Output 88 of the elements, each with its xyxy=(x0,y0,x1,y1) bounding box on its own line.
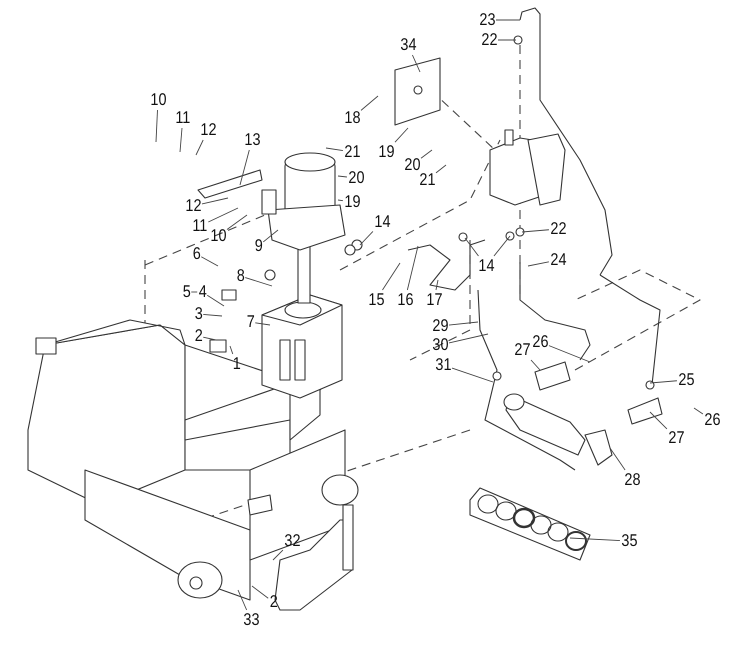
leader-line xyxy=(528,261,550,266)
callout-number: 34 xyxy=(400,36,416,54)
leader-line xyxy=(202,336,216,340)
callout-number: 26 xyxy=(532,333,548,351)
callout-number: 11 xyxy=(192,217,208,235)
callout-number: 24 xyxy=(550,251,566,269)
callout-number: 33 xyxy=(242,611,259,629)
leader-line xyxy=(522,229,550,232)
leader-line xyxy=(254,322,270,326)
callout-number: 12 xyxy=(200,121,216,139)
callout-number: 22 xyxy=(480,31,497,49)
callout-number: 14 xyxy=(478,257,494,275)
leader-line xyxy=(196,140,204,156)
callout-number: 22 xyxy=(550,220,566,238)
callout-number: 31 xyxy=(434,356,451,374)
callout-number: 16 xyxy=(396,291,413,309)
leader-line xyxy=(226,214,248,230)
leader-line xyxy=(206,294,224,306)
leader-line xyxy=(326,148,344,152)
callout-number: 15 xyxy=(368,291,384,309)
callout-number: 21 xyxy=(344,143,360,161)
callout-number: 20 xyxy=(404,156,420,174)
callout-number: 4 xyxy=(198,283,206,301)
callout-number: 19 xyxy=(344,193,360,211)
callout-number: 23 xyxy=(478,11,495,29)
leader-line xyxy=(394,128,408,143)
leader-line xyxy=(382,262,400,290)
leader-line xyxy=(338,176,348,178)
leader-line xyxy=(180,128,182,152)
leader-line xyxy=(650,380,678,384)
leader-line xyxy=(202,314,222,316)
leader-line xyxy=(448,334,488,344)
callout-number: 2 xyxy=(194,327,202,345)
leader-line xyxy=(200,256,218,266)
callout-number: 14 xyxy=(374,213,390,231)
callout-number: 18 xyxy=(344,109,360,127)
callout-number: 25 xyxy=(678,371,694,389)
callout-number: 20 xyxy=(348,169,364,187)
leader-line xyxy=(252,586,269,599)
leader-line xyxy=(406,246,418,290)
leader-line xyxy=(244,277,272,286)
callout-number: 27 xyxy=(668,429,684,447)
leader-line xyxy=(420,150,432,159)
leader-line xyxy=(452,368,494,382)
leader-line xyxy=(436,164,446,174)
callout-number: 19 xyxy=(378,143,394,161)
leader-line xyxy=(412,54,420,72)
leader-line xyxy=(464,238,479,256)
leader-line xyxy=(238,590,248,610)
leader-line xyxy=(448,322,478,326)
callout-number: 29 xyxy=(432,317,448,335)
leader-line xyxy=(610,448,626,470)
leader-line xyxy=(272,550,284,560)
leader-line xyxy=(360,96,378,111)
leader-line xyxy=(202,198,228,204)
callout-number: 7 xyxy=(246,313,254,331)
callout-number: 10 xyxy=(210,227,226,245)
leader-line xyxy=(530,360,540,370)
callout-number: 3 xyxy=(194,305,202,323)
callout-number: 10 xyxy=(150,91,166,109)
leader-line xyxy=(436,280,438,290)
callout-number: 5 xyxy=(182,283,190,301)
leader-line xyxy=(230,346,234,354)
leader-line xyxy=(156,110,158,142)
callout-number: 6 xyxy=(192,245,200,263)
leader-line xyxy=(694,408,704,414)
callout-number: 26 xyxy=(704,411,720,429)
leader-line xyxy=(494,236,510,256)
leader-line xyxy=(548,345,590,362)
callout-number: 30 xyxy=(432,336,448,354)
callout-number: 35 xyxy=(620,532,637,550)
callout-number: 11 xyxy=(175,109,190,127)
callout-number: 28 xyxy=(624,471,640,489)
callout-number: 21 xyxy=(418,171,435,189)
leader-line xyxy=(262,230,278,242)
leader-line xyxy=(208,208,238,222)
leader-line xyxy=(650,412,668,430)
callout-number: 9 xyxy=(254,237,262,255)
callout-number: 12 xyxy=(184,197,201,215)
callout-number: 13 xyxy=(244,131,260,149)
callout-number: 8 xyxy=(236,267,244,285)
callout-number: 17 xyxy=(426,291,442,309)
leader-line xyxy=(338,200,344,202)
leader-line xyxy=(360,231,374,246)
leader-line xyxy=(570,538,620,541)
leader-line xyxy=(240,150,250,186)
callout-number: 2 xyxy=(269,593,278,611)
callout-number: 27 xyxy=(514,341,530,359)
